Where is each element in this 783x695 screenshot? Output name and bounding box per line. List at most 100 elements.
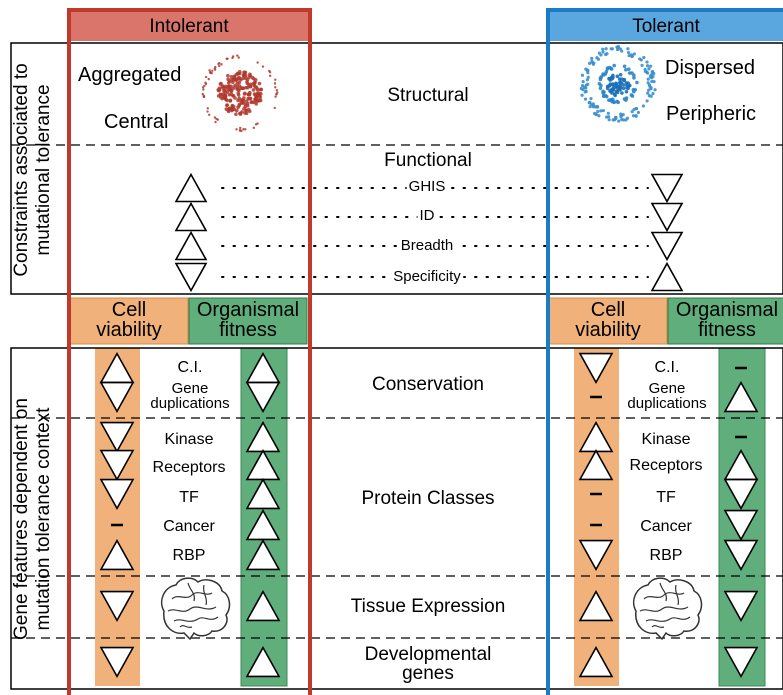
network-node bbox=[620, 117, 624, 122]
central-label: Central bbox=[104, 111, 169, 133]
network-node bbox=[242, 127, 245, 131]
network-node bbox=[241, 101, 246, 105]
network-node bbox=[274, 95, 277, 98]
network-node bbox=[581, 80, 585, 84]
network-node bbox=[274, 86, 277, 89]
increase-triangle-marker bbox=[245, 589, 281, 622]
network-node bbox=[604, 47, 608, 51]
network-node bbox=[598, 86, 603, 91]
network-node bbox=[626, 47, 630, 51]
network-node bbox=[239, 86, 243, 90]
id-label: ID bbox=[417, 207, 437, 224]
network-node bbox=[610, 99, 615, 104]
network-node bbox=[618, 83, 622, 88]
network-node bbox=[220, 63, 223, 66]
network-node bbox=[230, 107, 235, 112]
network-node bbox=[244, 99, 249, 103]
decrease-triangle-marker bbox=[650, 231, 684, 262]
aggregated-network-icon bbox=[201, 54, 279, 133]
network-node bbox=[603, 94, 608, 98]
rbp-label: RBP bbox=[172, 547, 206, 564]
network-node bbox=[649, 74, 653, 78]
network-node bbox=[599, 109, 603, 113]
network-node bbox=[257, 81, 262, 86]
ci-label: C.I. bbox=[177, 359, 203, 376]
network-node bbox=[234, 78, 238, 82]
network-node bbox=[610, 91, 614, 95]
network-node bbox=[615, 74, 620, 79]
increase-triangle-marker bbox=[174, 201, 208, 232]
increase-triangle-marker bbox=[650, 261, 684, 292]
receptors-label-tolerant: Receptors bbox=[629, 457, 703, 474]
org-line2: fitness bbox=[698, 319, 756, 341]
network-node bbox=[202, 95, 206, 99]
developmental-line2: genes bbox=[402, 663, 454, 684]
tolerant-cell-header-box bbox=[548, 297, 668, 345]
increase-triangle-marker bbox=[245, 477, 281, 510]
network-node bbox=[244, 128, 247, 131]
network-node bbox=[602, 73, 606, 77]
network-node bbox=[597, 114, 601, 118]
network-node bbox=[588, 100, 592, 104]
decrease-triangle-marker bbox=[245, 381, 281, 414]
network-node bbox=[648, 84, 652, 88]
network-node bbox=[645, 64, 650, 68]
network-node bbox=[630, 110, 634, 114]
network-node bbox=[597, 81, 602, 86]
intolerant-column-frame bbox=[67, 8, 312, 695]
breadth-label: Breadth bbox=[398, 237, 456, 254]
network-node bbox=[268, 69, 271, 73]
network-node bbox=[250, 100, 254, 104]
network-node bbox=[611, 75, 615, 80]
network-node bbox=[204, 81, 207, 84]
network-node bbox=[607, 76, 611, 81]
network-node bbox=[591, 102, 595, 106]
network-node bbox=[240, 110, 244, 114]
network-node bbox=[225, 90, 230, 94]
network-node bbox=[590, 56, 594, 60]
network-node bbox=[647, 88, 651, 92]
network-node bbox=[245, 81, 250, 86]
network-node bbox=[275, 88, 279, 92]
network-node bbox=[585, 78, 589, 82]
network-node bbox=[651, 91, 655, 96]
marker-layer bbox=[99, 172, 759, 679]
network-node bbox=[652, 71, 656, 76]
network-node bbox=[254, 97, 258, 101]
network-node bbox=[597, 51, 601, 55]
network-node bbox=[231, 93, 235, 98]
tolerant-cell-strip bbox=[574, 348, 619, 686]
network-node bbox=[630, 94, 635, 98]
network-node bbox=[614, 81, 618, 86]
network-node bbox=[646, 77, 650, 81]
network-node bbox=[236, 71, 240, 76]
decrease-triangle-marker bbox=[650, 202, 684, 233]
network-node bbox=[594, 112, 598, 116]
network-node bbox=[653, 88, 657, 92]
network-node bbox=[586, 82, 590, 86]
decrease-triangle-marker bbox=[174, 262, 208, 293]
network-node bbox=[239, 98, 243, 103]
intolerant-cell-header-box bbox=[69, 297, 189, 345]
network-node bbox=[626, 67, 631, 71]
network-node bbox=[646, 81, 650, 85]
cancer-label: Cancer bbox=[163, 518, 215, 535]
network-node bbox=[625, 116, 630, 120]
cancer-label-tolerant: Cancer bbox=[640, 518, 692, 535]
decrease-triangle-marker bbox=[99, 449, 135, 482]
network-node bbox=[610, 87, 615, 91]
network-node bbox=[624, 89, 629, 94]
network-node bbox=[236, 54, 239, 57]
network-node bbox=[204, 75, 208, 79]
network-node bbox=[606, 111, 610, 115]
network-node bbox=[245, 77, 250, 82]
network-node bbox=[605, 52, 609, 56]
network-node bbox=[617, 119, 621, 123]
network-node bbox=[586, 75, 590, 79]
network-node bbox=[218, 95, 223, 99]
tissue-expression-label: Tissue Expression bbox=[350, 596, 506, 617]
decrease-triangle-marker bbox=[723, 478, 759, 511]
decrease-triangle-marker bbox=[99, 381, 135, 414]
cell-line1: Cell bbox=[111, 299, 147, 321]
network-node bbox=[242, 96, 246, 100]
